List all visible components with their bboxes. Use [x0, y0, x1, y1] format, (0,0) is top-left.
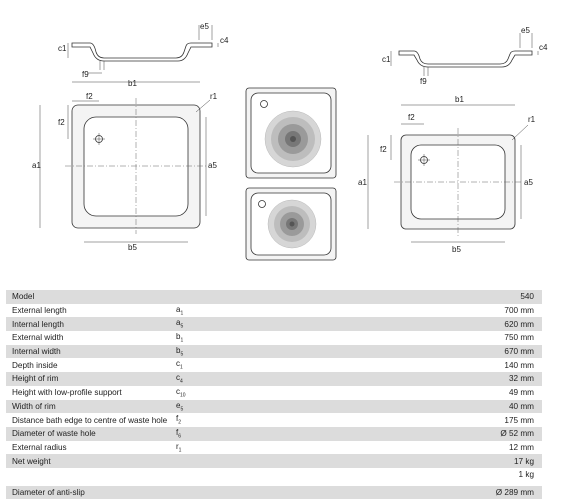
- anti-slip-view-square: [245, 87, 337, 179]
- spec-value: Ø 52 mm: [500, 429, 534, 439]
- spec-value: 1 kg: [518, 470, 534, 480]
- spec-value: 700 mm: [504, 306, 534, 316]
- dim-e5: e5: [200, 22, 209, 31]
- spec-row-internal-width: Internal width b5 670 mm: [6, 344, 542, 359]
- spec-value: 620 mm: [504, 319, 534, 329]
- anti-slip-view-rect: [245, 187, 337, 261]
- spec-symbol: c1: [176, 359, 183, 372]
- spec-value: 540: [520, 292, 534, 302]
- spec-label: Height of rim: [12, 374, 59, 384]
- dim-c1: c1: [382, 55, 391, 64]
- waste-hole-icon: [258, 200, 266, 208]
- left-side-view: c1 e5 c4 f9 b1: [58, 22, 229, 88]
- spec-label: Internal width: [12, 347, 61, 357]
- spec-label: Internal length: [12, 319, 64, 329]
- right-plan-view: f2 f2 r1 a1 a5 b5: [358, 104, 536, 254]
- spec-row-external-width: External width b1 750 mm: [6, 331, 542, 345]
- spec-value: 12 mm: [508, 442, 534, 452]
- right-side-view: c1 e5 c4 f9 b1: [382, 26, 548, 104]
- dim-b1: b1: [128, 79, 137, 88]
- spec-row-anti-slip-diameter: Diameter of anti-slip Ø 289 mm: [6, 485, 542, 500]
- dim-c4: c4: [220, 36, 229, 45]
- waste-hole-icon: [260, 100, 268, 108]
- spec-symbol: b1: [176, 332, 184, 344]
- spec-value: 140 mm: [504, 360, 534, 370]
- dim-f2-side: f2: [380, 145, 387, 154]
- spec-row-model: Model 540: [6, 290, 542, 304]
- dim-f2-top: f2: [86, 92, 93, 101]
- dim-e5: e5: [521, 26, 530, 35]
- spec-symbol: c4: [176, 373, 183, 385]
- spec-row-height-low-profile: Height with low-profile support c10 49 m…: [6, 386, 542, 400]
- spec-value: 670 mm: [504, 347, 534, 357]
- spec-row-height-of-rim: Height of rim c4 32 mm: [6, 372, 542, 386]
- spec-value: 32 mm: [508, 374, 534, 384]
- spec-symbol: r1: [176, 441, 182, 454]
- spec-symbol: b5: [176, 345, 184, 358]
- spec-label: Distance bath edge to centre of waste ho…: [12, 415, 168, 425]
- spec-row-net-weight: Net weight 17 kg: [6, 454, 542, 468]
- dim-c1: c1: [58, 44, 67, 53]
- spec-symbol: f2: [176, 414, 182, 426]
- dim-a5: a5: [524, 178, 533, 187]
- spec-label: External radius: [12, 442, 67, 452]
- left-plan-view: f2 f2 r1 a1 a5 b5: [32, 92, 218, 252]
- dim-f9: f9: [420, 77, 427, 86]
- spec-label: External width: [12, 333, 64, 343]
- spec-symbol: f6: [176, 427, 182, 440]
- dim-a1: a1: [358, 178, 367, 187]
- spec-label: Diameter of anti-slip: [12, 487, 85, 497]
- spec-value: 49 mm: [508, 388, 534, 398]
- dim-r1: r1: [528, 115, 536, 124]
- spec-symbol: c10: [176, 386, 186, 399]
- spec-row-external-radius: External radius r1 12 mm: [6, 441, 542, 455]
- spec-table: Model 540 External length a1 700 mm Inte…: [6, 290, 542, 500]
- dim-a1: a1: [32, 161, 41, 170]
- dim-r1: r1: [210, 92, 218, 101]
- spec-label: Height with low-profile support: [12, 388, 122, 398]
- dim-f2-top: f2: [408, 113, 415, 122]
- spec-label: Net weight: [12, 456, 51, 466]
- spec-row-internal-length: Internal length a5 620 mm: [6, 317, 542, 332]
- spec-value: 17 kg: [513, 456, 534, 466]
- dim-c4: c4: [539, 43, 548, 52]
- spec-value: 750 mm: [504, 333, 534, 343]
- spec-value: 40 mm: [508, 401, 534, 411]
- spec-value: 175 mm: [504, 415, 534, 425]
- dim-b5: b5: [452, 245, 461, 254]
- spec-row-external-length: External length a1 700 mm: [6, 304, 542, 318]
- spec-row-waste-diameter: Diameter of waste hole f6 Ø 52 mm: [6, 426, 542, 441]
- spec-label: External length: [12, 306, 67, 316]
- spec-symbol: e5: [176, 400, 184, 413]
- spec-label: Width of rim: [12, 401, 56, 411]
- spec-row-width-of-rim: Width of rim e5 40 mm: [6, 399, 542, 414]
- dim-b1: b1: [455, 95, 464, 104]
- technical-drawing: c1 e5 c4 f9 b1 f2 f2 r1 a1 a5 b5: [32, 22, 548, 261]
- spec-symbol: a5: [176, 318, 184, 331]
- dim-f9: f9: [82, 70, 89, 79]
- spec-value: Ø 289 mm: [495, 487, 534, 497]
- spec-row-extra-weight: 1 kg: [6, 468, 542, 482]
- spec-label: Model: [12, 292, 35, 302]
- spec-label: Depth inside: [12, 360, 58, 370]
- dim-a5: a5: [208, 161, 217, 170]
- spec-symbol: a1: [176, 304, 184, 317]
- spec-row-depth-inside: Depth inside c1 140 mm: [6, 358, 542, 372]
- spec-row-waste-distance: Distance bath edge to centre of waste ho…: [6, 413, 542, 427]
- spec-label: Diameter of waste hole: [12, 429, 96, 439]
- dim-b5: b5: [128, 243, 137, 252]
- dim-f2-side: f2: [58, 118, 65, 127]
